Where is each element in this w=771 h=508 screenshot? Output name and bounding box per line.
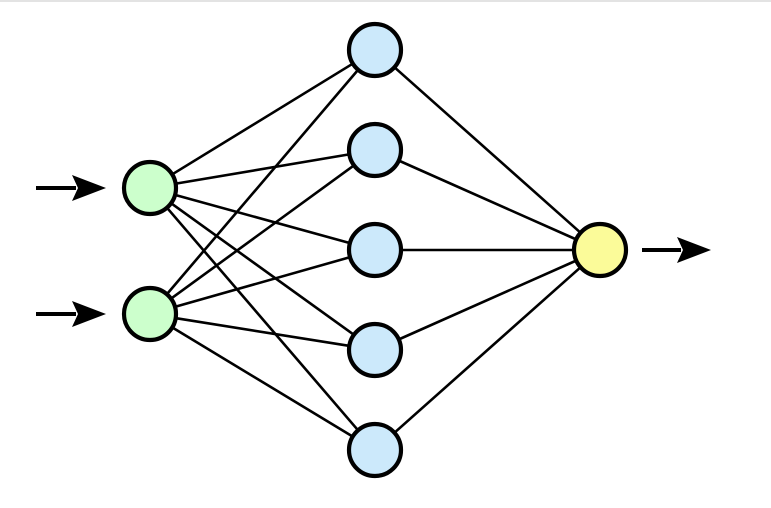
edge-h5-o1 [392, 264, 583, 436]
nodes-group [121, 21, 629, 479]
edge-i1-h2 [173, 152, 352, 186]
connection-edges-group [164, 61, 583, 439]
edge-i1-h3 [172, 193, 353, 245]
edge-i1-h5 [164, 205, 361, 433]
output-arrow-1-head [677, 237, 711, 263]
output-node-1[interactable] [571, 221, 629, 279]
input-node-1[interactable] [121, 159, 179, 217]
hidden-node-3[interactable] [346, 221, 404, 279]
input-arrow-1-head [72, 175, 106, 201]
edge-i2-h4 [173, 316, 352, 348]
input-arrow-2 [36, 301, 106, 327]
input-arrow-2-head [72, 301, 106, 327]
edge-i1-h4 [168, 200, 357, 338]
top-divider [0, 0, 771, 2]
input-arrow-1 [36, 175, 106, 201]
edge-h1-o1 [392, 64, 583, 236]
io-arrows-group [36, 175, 711, 327]
hidden-node-1[interactable] [346, 21, 404, 79]
hidden-node-2[interactable] [346, 121, 404, 179]
hidden-node-4[interactable] [346, 321, 404, 379]
edge-h2-o1 [396, 158, 579, 242]
input-node-2[interactable] [121, 285, 179, 343]
edge-i2-h5 [169, 325, 356, 439]
edge-i1-h1 [169, 61, 356, 177]
edge-h4-o1 [396, 258, 579, 342]
edge-i2-h2 [168, 163, 357, 301]
edge-i2-h3 [172, 255, 353, 309]
hidden-node-5[interactable] [346, 421, 404, 479]
output-arrow-1 [642, 237, 711, 263]
edge-i2-h1 [164, 67, 361, 297]
